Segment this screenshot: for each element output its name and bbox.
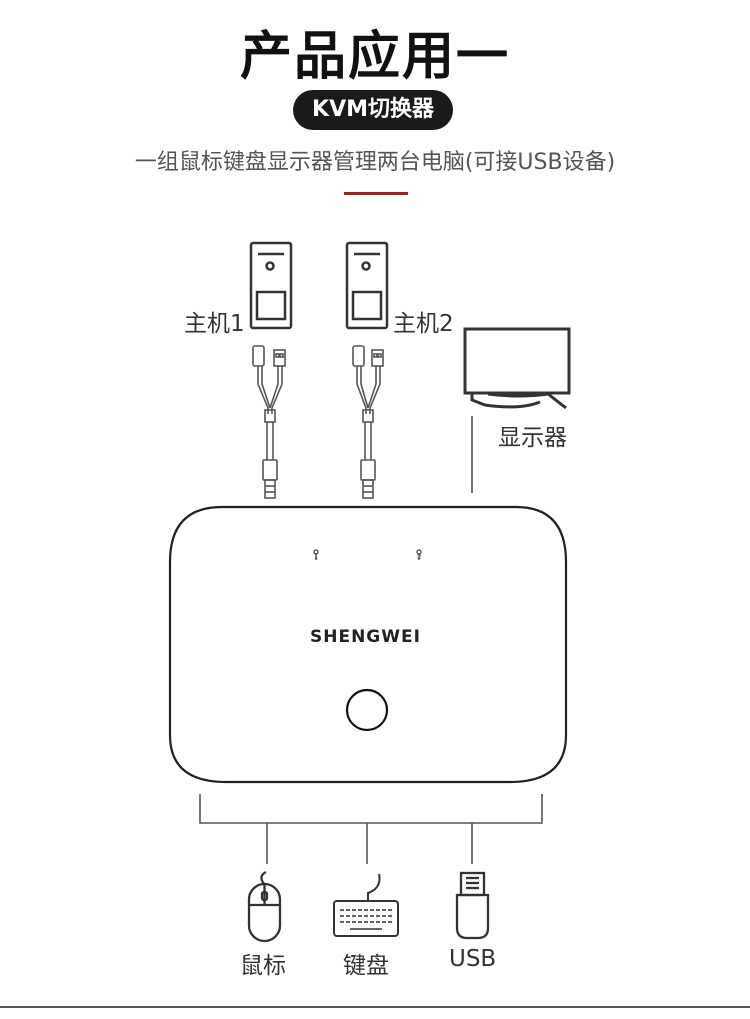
usb-label: USB — [449, 946, 497, 972]
led1-indicator-icon — [313, 549, 319, 560]
led1-number: 1 — [314, 553, 319, 561]
product-badge: KVM切换器 — [293, 90, 453, 130]
host2-label: 主机2 — [393, 311, 454, 337]
page-title: 产品应用一 — [239, 27, 510, 87]
host1-computer-icon — [249, 241, 293, 330]
page-subtitle: 一组鼠标键盘显示器管理两台电脑(可接USB设备) — [134, 150, 616, 175]
switch-button[interactable] — [345, 688, 389, 732]
brand-logo: SHENGWEI — [310, 627, 421, 647]
monitor-label: 显示器 — [498, 425, 567, 451]
mouse-label: 鼠标 — [240, 953, 286, 979]
bottom-divider — [0, 1006, 750, 1008]
usb-drive-icon — [455, 871, 490, 940]
host1-label: 主机1 — [184, 311, 245, 337]
host2-computer-icon — [345, 241, 389, 330]
keyboard-label: 键盘 — [343, 953, 389, 979]
led2-number: 2 — [417, 553, 422, 561]
accent-divider — [344, 192, 408, 195]
keyboard-icon — [333, 873, 399, 937]
mouse-icon — [247, 870, 282, 943]
led2-indicator-icon — [416, 549, 422, 560]
host1-cable-icon — [252, 345, 286, 499]
peripheral-bracket — [199, 794, 543, 864]
monitor-icon — [463, 327, 571, 410]
kvm-switch-body — [168, 505, 568, 784]
host2-cable-icon — [352, 345, 384, 499]
